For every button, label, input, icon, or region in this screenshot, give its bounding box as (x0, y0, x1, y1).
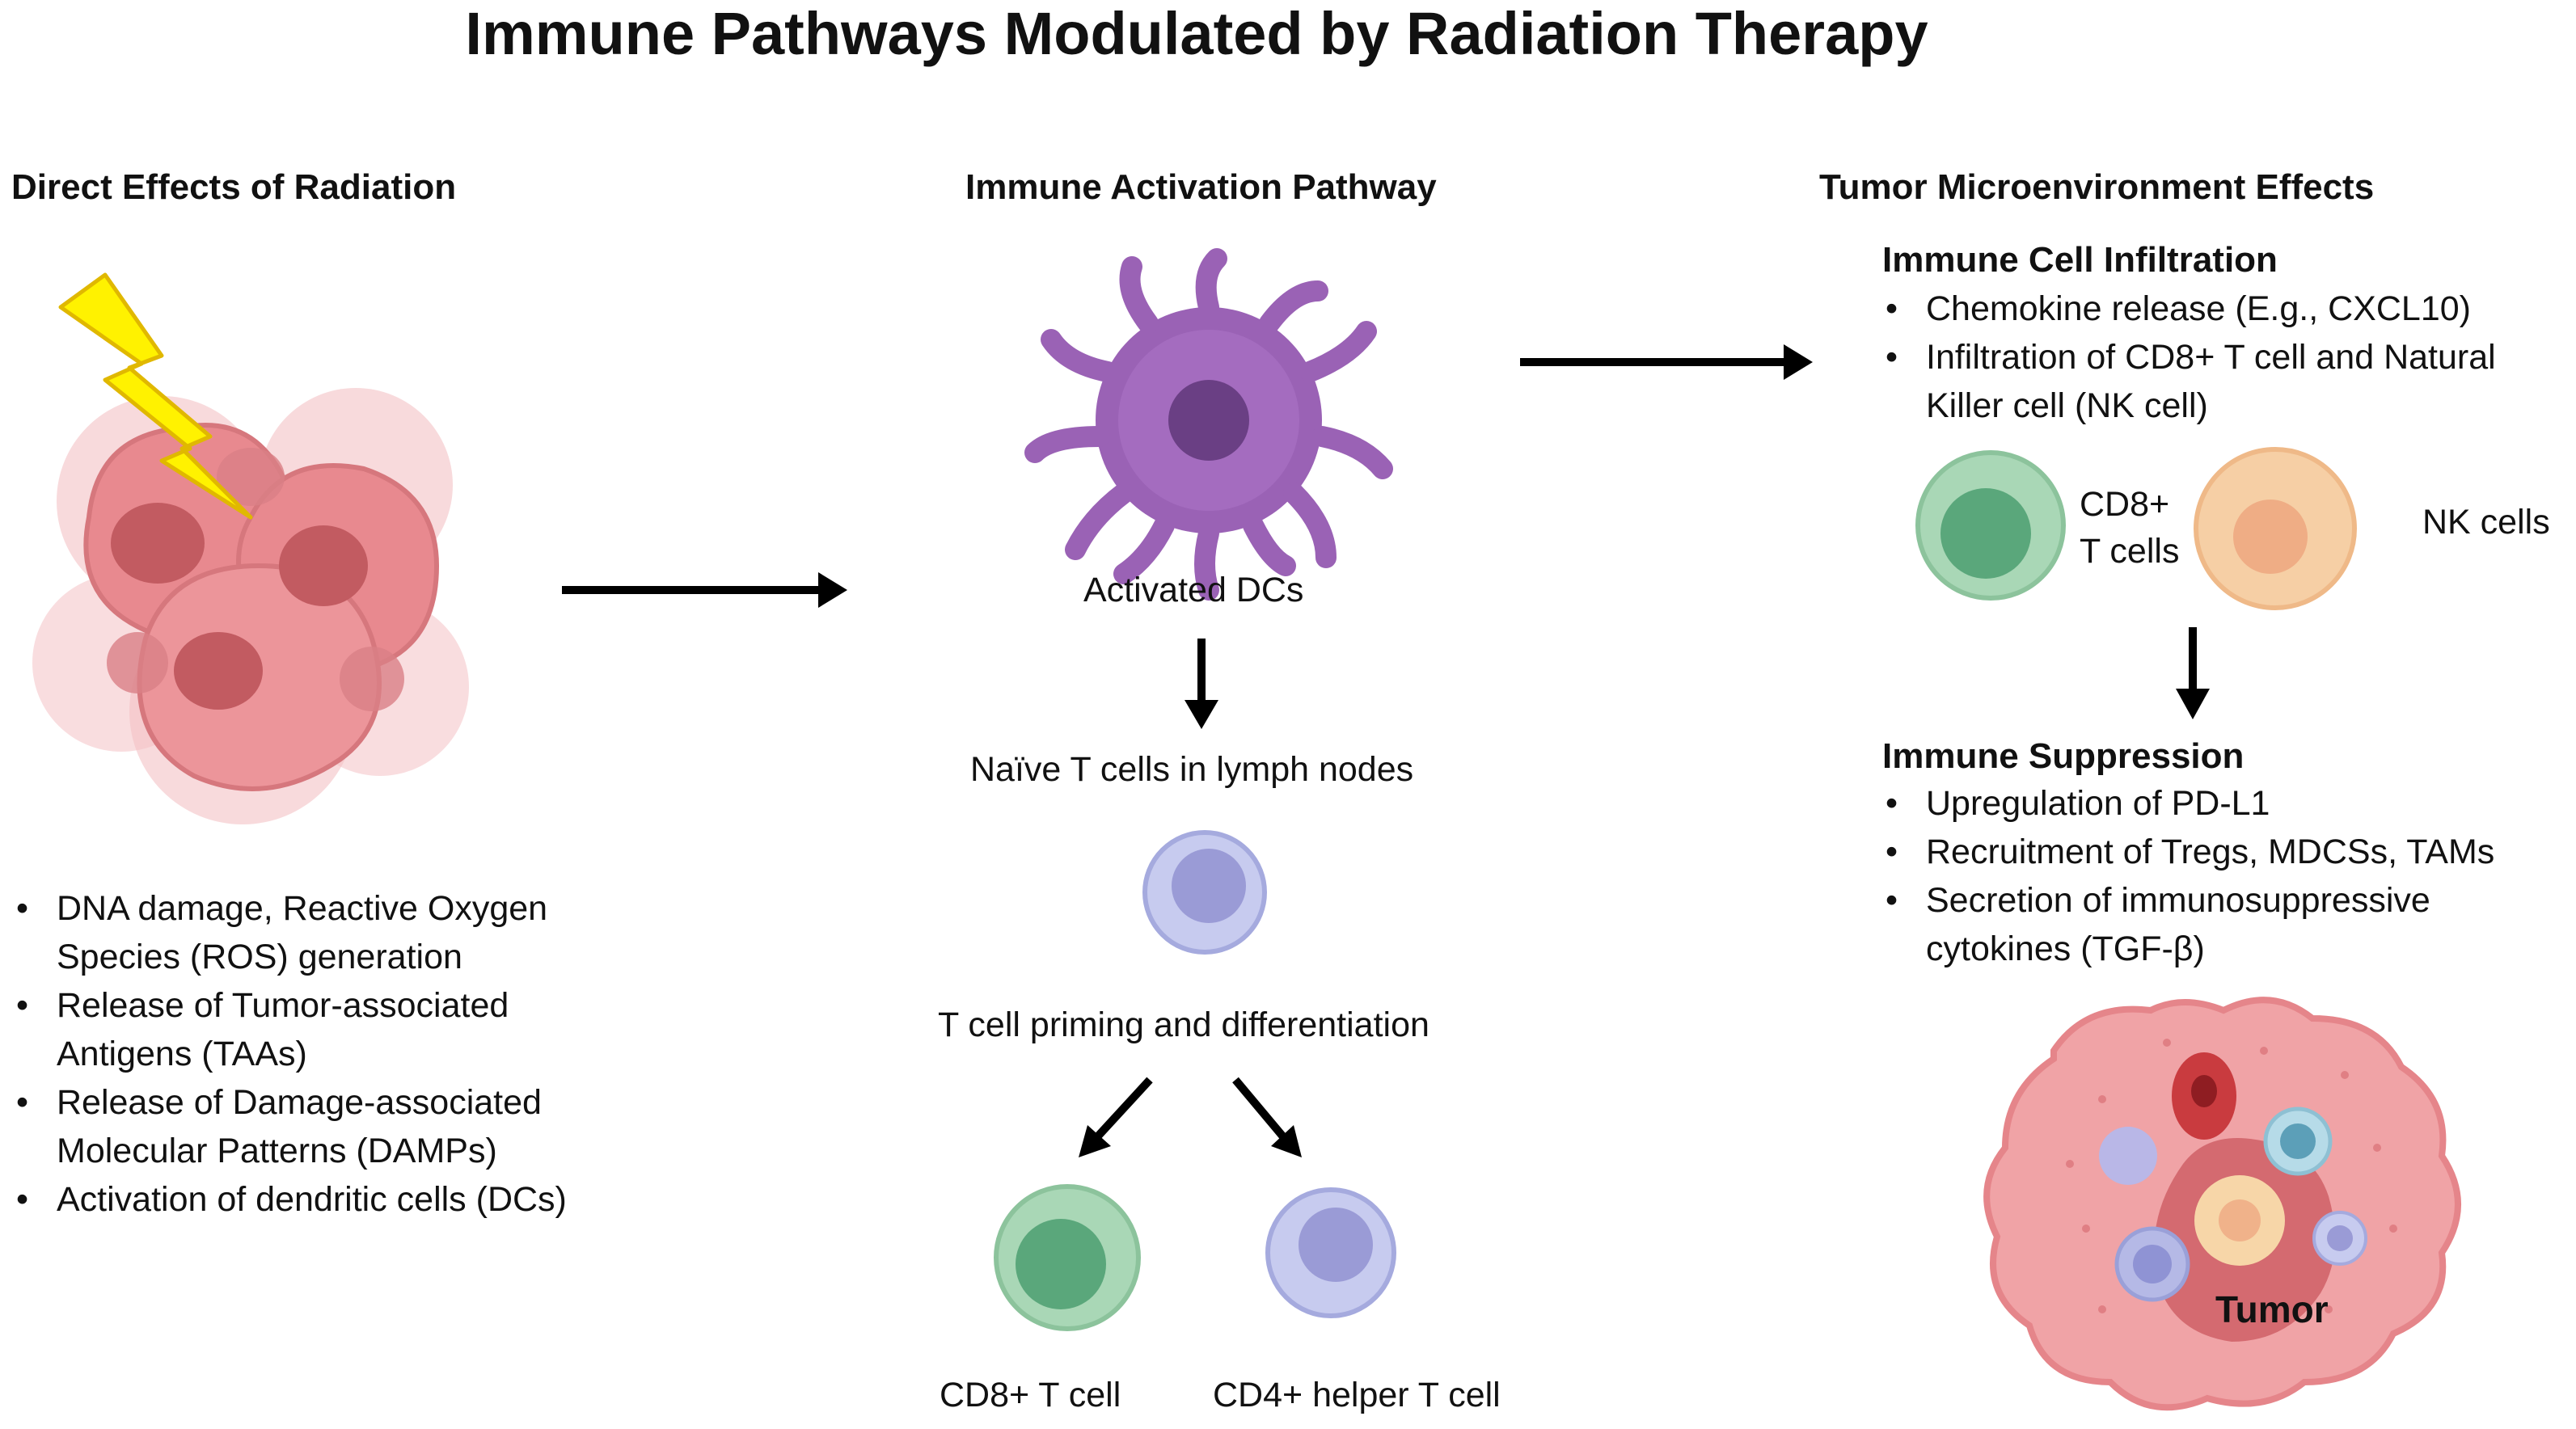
cd8-t-cells-label-line1: CD8+ (2080, 485, 2170, 524)
nk-cells-label: NK cells (2422, 503, 2550, 542)
cd8-t-cell-icon (994, 1184, 1141, 1331)
list-item: Chemokine release (E.g., CXCL10) (1881, 285, 2576, 333)
naive-t-cells-label: Naïve T cells in lymph nodes (970, 750, 1414, 789)
list-item: Release of Damage-associated Molecular P… (11, 1078, 626, 1175)
list-item: Recruitment of Tregs, MDCSs, TAMs (1881, 828, 2576, 876)
direct-effects-list: DNA damage, Reactive Oxygen Species (ROS… (11, 884, 626, 1224)
list-item: Upregulation of PD-L1 (1881, 779, 2576, 828)
suppression-list: Upregulation of PD-L1 Recruitment of Tre… (1881, 779, 2576, 973)
cd4-t-cell-icon (1265, 1187, 1396, 1318)
irradiated-tumor-cluster-icon (32, 388, 469, 824)
page-title: Immune Pathways Modulated by Radiation T… (465, 0, 1928, 67)
list-item: Infiltration of CD8+ T cell and Natural … (1881, 333, 2576, 430)
direct-effects-heading: Direct Effects of Radiation (11, 167, 457, 207)
activated-dcs-label: Activated DCs (1083, 571, 1304, 609)
tumor-microenvironment-icon (1983, 997, 2461, 1411)
infiltration-list: Chemokine release (E.g., CXCL10) Infiltr… (1881, 285, 2576, 430)
radiation-lightning-icon (58, 272, 253, 520)
list-item: Secretion of immunosuppressive cytokines… (1881, 876, 2576, 973)
suppression-heading: Immune Suppression (1882, 736, 2244, 776)
cd8-t-cell-label: CD8+ T cell (940, 1376, 1121, 1414)
tumor-label: Tumor (2215, 1288, 2329, 1330)
arrow-priming-to-cd4 (1232, 1077, 1289, 1143)
list-item: Release of Tumor-associated Antigens (TA… (11, 981, 626, 1078)
list-item: DNA damage, Reactive Oxygen Species (ROS… (11, 884, 626, 981)
nk-cell-icon (2194, 447, 2357, 610)
infiltration-heading: Immune Cell Infiltration (1882, 240, 2278, 280)
list-item: Activation of dendritic cells (DCs) (11, 1175, 626, 1224)
cd8-t-cells-label-line2: T cells (2080, 532, 2180, 571)
dendritic-cell-icon (1024, 248, 1393, 601)
cd4-helper-t-cell-label: CD4+ helper T cell (1213, 1376, 1501, 1414)
naive-t-cell-icon (1142, 830, 1267, 955)
priming-label: T cell priming and differentiation (938, 1005, 1429, 1044)
immune-activation-heading: Immune Activation Pathway (965, 167, 1437, 207)
tme-effects-heading: Tumor Microenvironment Effects (1819, 167, 2375, 207)
cd8-t-cells-icon (1915, 450, 2066, 601)
arrow-priming-to-cd8 (1092, 1077, 1153, 1143)
